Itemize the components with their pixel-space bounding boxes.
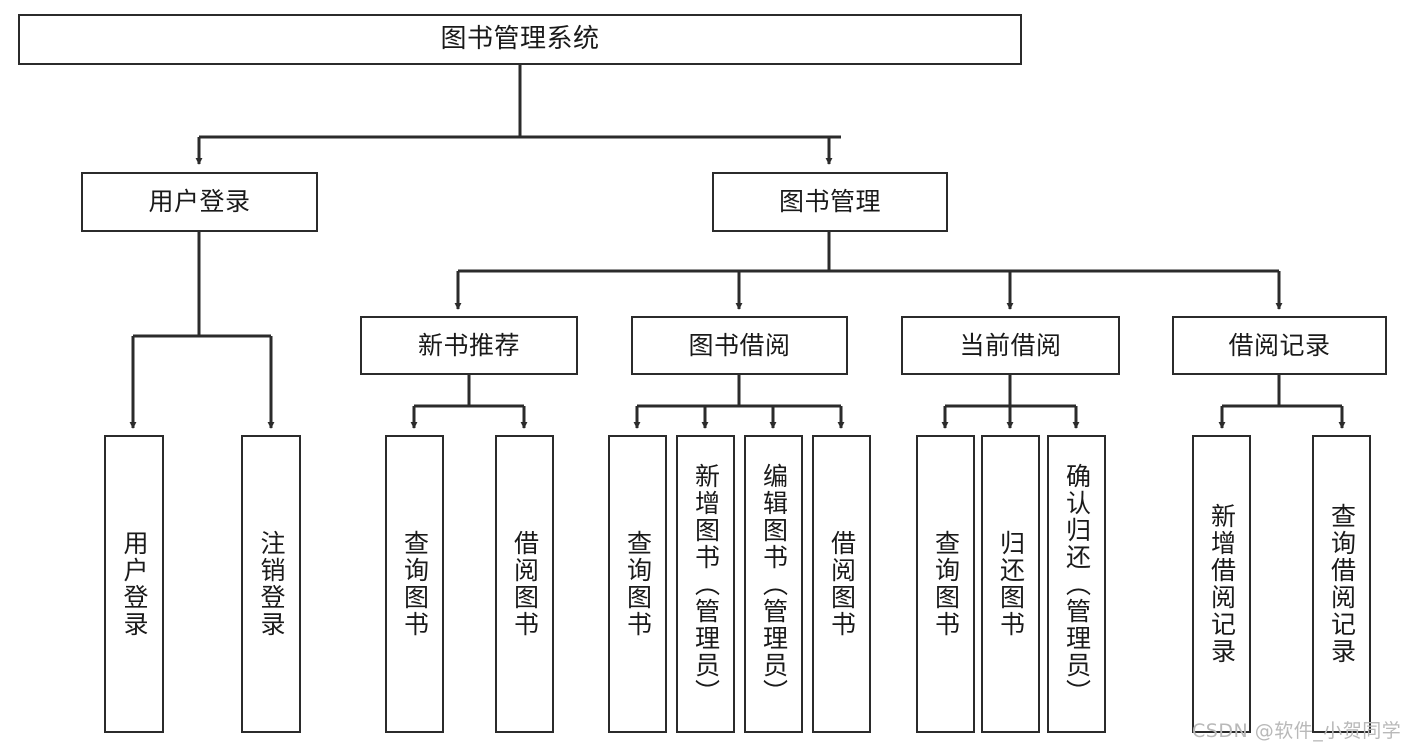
node-current-borrow[interactable]: 当前借阅 xyxy=(901,316,1120,375)
node-leaf-query-book-3-label: 查询图书 xyxy=(931,530,961,638)
node-leaf-logout-login[interactable]: 注销登录 xyxy=(241,435,301,733)
node-leaf-user-login-label: 用户登录 xyxy=(120,530,149,638)
node-leaf-borrow-book-2-label: 借阅图书 xyxy=(827,530,857,638)
node-leaf-confirm-return-label: 确认归还（管理员） xyxy=(1062,462,1092,706)
node-current-borrow-label: 当前借阅 xyxy=(959,330,1062,360)
node-leaf-add-book-label: 新增图书（管理员） xyxy=(691,462,721,706)
node-leaf-borrow-book-2[interactable]: 借阅图书 xyxy=(812,435,871,733)
node-leaf-add-record[interactable]: 新增借阅记录 xyxy=(1192,435,1251,733)
node-leaf-logout-login-label: 注销登录 xyxy=(257,530,286,638)
node-user-login-label: 用户登录 xyxy=(148,187,251,217)
node-leaf-return-book[interactable]: 归还图书 xyxy=(981,435,1040,733)
node-leaf-confirm-return[interactable]: 确认归还（管理员） xyxy=(1047,435,1106,733)
node-leaf-query-book-3[interactable]: 查询图书 xyxy=(916,435,975,733)
node-leaf-return-book-label: 归还图书 xyxy=(996,530,1026,638)
node-leaf-query-record[interactable]: 查询借阅记录 xyxy=(1312,435,1371,733)
node-leaf-borrow-book-1-label: 借阅图书 xyxy=(510,530,540,638)
node-new-book-recommend[interactable]: 新书推荐 xyxy=(360,316,578,375)
node-leaf-edit-book[interactable]: 编辑图书（管理员） xyxy=(744,435,803,733)
node-leaf-borrow-book-1[interactable]: 借阅图书 xyxy=(495,435,554,733)
node-leaf-query-record-label: 查询借阅记录 xyxy=(1327,503,1357,665)
node-book-borrow-label: 图书借阅 xyxy=(688,330,791,360)
node-book-borrow[interactable]: 图书借阅 xyxy=(631,316,848,375)
node-leaf-query-book-2[interactable]: 查询图书 xyxy=(608,435,667,733)
node-leaf-query-book-1[interactable]: 查询图书 xyxy=(385,435,444,733)
node-leaf-add-record-label: 新增借阅记录 xyxy=(1207,503,1237,665)
node-borrow-record-label: 借阅记录 xyxy=(1228,330,1331,360)
node-leaf-edit-book-label: 编辑图书（管理员） xyxy=(759,462,789,706)
node-leaf-query-book-1-label: 查询图书 xyxy=(400,530,430,638)
node-leaf-query-book-2-label: 查询图书 xyxy=(623,530,653,638)
node-borrow-record[interactable]: 借阅记录 xyxy=(1172,316,1387,375)
node-leaf-add-book[interactable]: 新增图书（管理员） xyxy=(676,435,735,733)
node-book-manage[interactable]: 图书管理 xyxy=(712,172,948,232)
node-new-book-recommend-label: 新书推荐 xyxy=(417,330,520,360)
node-leaf-user-login[interactable]: 用户登录 xyxy=(104,435,164,733)
node-user-login[interactable]: 用户登录 xyxy=(81,172,318,232)
node-root-label: 图书管理系统 xyxy=(440,24,600,55)
csdn-watermark: CSDN @软件_小贺同学 xyxy=(1192,720,1402,742)
node-root[interactable]: 图书管理系统 xyxy=(18,14,1022,65)
node-book-manage-label: 图书管理 xyxy=(778,187,881,217)
